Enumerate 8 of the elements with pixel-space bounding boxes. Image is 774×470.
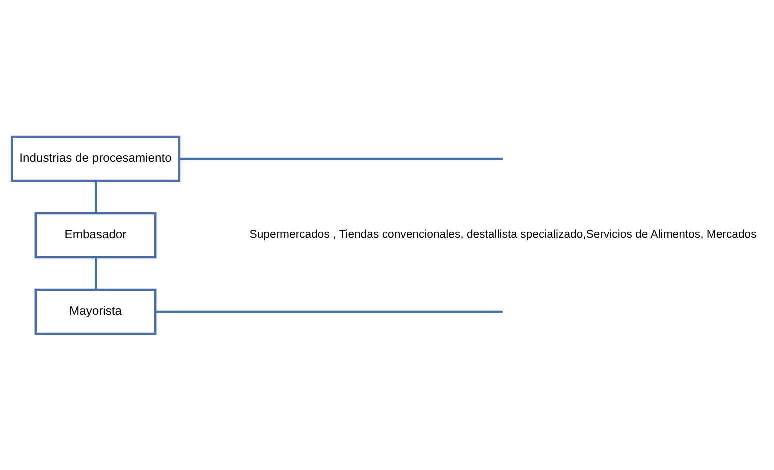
connector (180, 157, 503, 160)
label: Supermercados , Tiendas convencionales, destallista specializado,Servicios de Alimentos, Mercados (250, 228, 757, 241)
connector (95, 257, 98, 290)
connector (156, 310, 503, 313)
node-box: Industrias de procesamiento (10, 135, 181, 182)
connector (95, 180, 98, 213)
node-box: Mayorista (34, 288, 157, 335)
node-box: Embasador (34, 212, 157, 258)
